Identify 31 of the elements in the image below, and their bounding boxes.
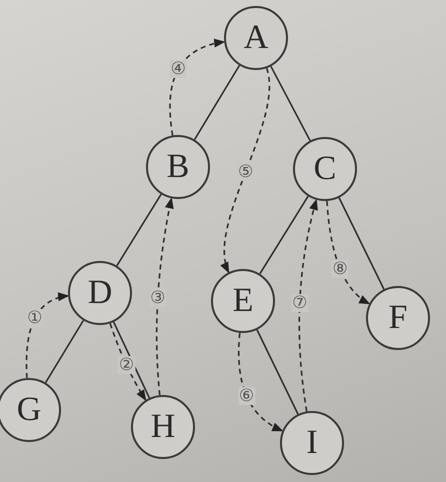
step-number: ⑧ (331, 260, 349, 278)
tree-edge-line (116, 194, 162, 266)
traversal-arrow (169, 39, 226, 136)
node-letter: D (88, 274, 112, 312)
traversal-arrow (326, 200, 370, 304)
tree-edge-line (44, 320, 84, 384)
traversal-arrow (222, 68, 270, 274)
step-number: ⑥ (238, 386, 256, 405)
tree-edge-line (256, 329, 299, 415)
traversal-arrow (298, 198, 318, 412)
step-number: ③ (149, 289, 166, 308)
step-number: ④ (170, 60, 187, 78)
traversal-arrow (26, 293, 70, 378)
step-number: ① (26, 309, 44, 328)
node-letter: H (150, 408, 176, 446)
node-letter: I (306, 424, 318, 462)
tree-edge-line (194, 64, 240, 140)
step-number: ② (118, 356, 136, 374)
traversal-arrow (238, 332, 284, 432)
tree-edge-line (338, 197, 385, 290)
node-letter: E (232, 282, 254, 320)
step-number: ⑦ (291, 294, 308, 312)
node-letter: F (388, 299, 408, 337)
node-letter: B (166, 148, 190, 186)
tree-edge-line (270, 66, 311, 142)
node-letter: G (16, 391, 42, 429)
tree-edge-line (259, 196, 309, 274)
node-letter: A (244, 19, 268, 57)
step-number: ⑤ (237, 162, 254, 181)
node-letter: C (314, 150, 336, 188)
traversal-arrow (156, 197, 174, 396)
